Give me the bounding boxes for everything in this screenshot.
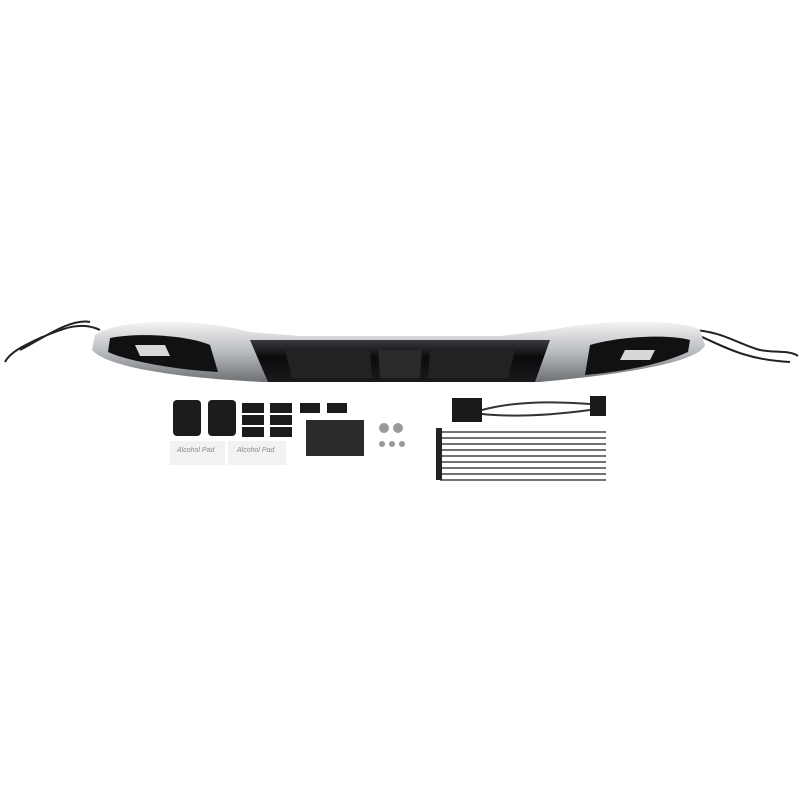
connector-harness	[452, 396, 606, 422]
screws	[379, 423, 405, 447]
svg-text:Alcohol Pad: Alcohol Pad	[236, 447, 275, 454]
right-wire-harness	[689, 329, 799, 363]
mounting-clips	[173, 400, 347, 437]
foam-pad	[306, 420, 364, 456]
rear-diffuser	[92, 321, 705, 382]
alcohol-pad: Alcohol Pad	[170, 441, 225, 465]
left-wire-harness	[4, 320, 101, 363]
alcohol-pad: Alcohol Pad	[228, 441, 286, 465]
svg-text:Alcohol Pad: Alcohol Pad	[176, 447, 215, 454]
cable-ties	[436, 428, 606, 481]
